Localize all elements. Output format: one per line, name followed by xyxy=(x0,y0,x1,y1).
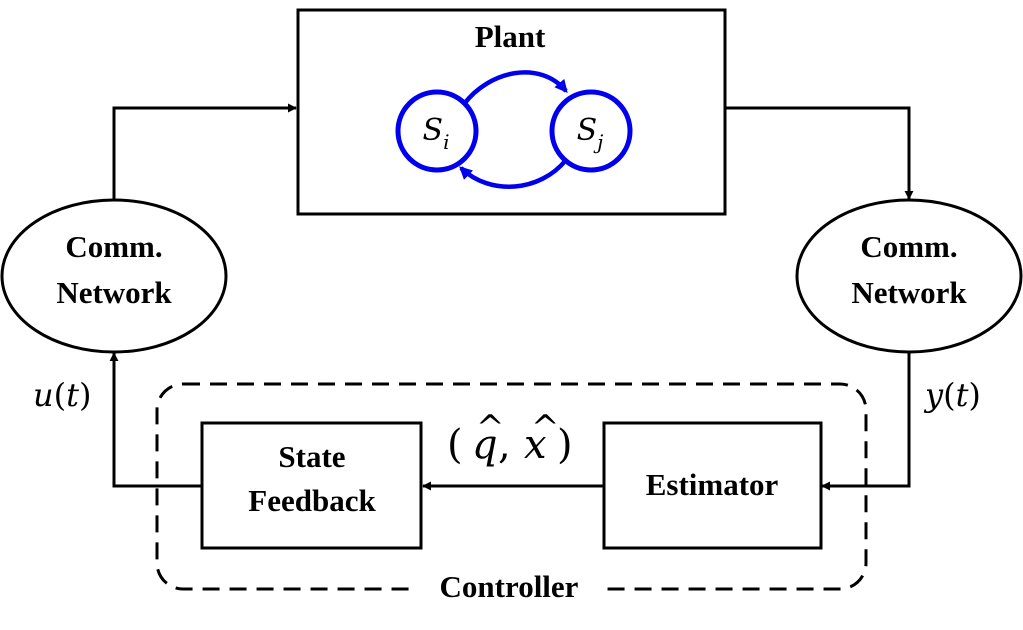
estimate-q: q xyxy=(472,422,498,468)
estimate-close-paren: ) xyxy=(557,422,573,468)
state-feedback-block xyxy=(200,421,423,550)
estimator-label: Estimator xyxy=(646,467,779,502)
right-comm-network-line1: Comm. xyxy=(860,229,957,264)
left-comm-network-line2: Network xyxy=(56,275,172,310)
transition-j-to-i-arrow xyxy=(459,158,568,189)
state-j-label: Sj xyxy=(577,113,604,154)
control-input-label: u(t) xyxy=(33,376,91,414)
controller-label: Controller xyxy=(440,569,579,604)
state-i-node xyxy=(395,89,479,173)
left-comm-network-line1: Comm. xyxy=(65,229,162,264)
link-right-network-to-estimator xyxy=(821,352,911,491)
right-comm-network-line2: Network xyxy=(851,275,967,310)
estimate-open-paren: ( xyxy=(447,422,463,468)
controller-label-background xyxy=(418,566,600,610)
link-plant-to-right-network xyxy=(725,106,914,200)
estimate-q-hat: ^ xyxy=(476,408,505,448)
plant-title: Plant xyxy=(475,19,546,54)
estimate-x-hat: ^ xyxy=(531,408,560,448)
estimate-x: x xyxy=(524,422,547,468)
estimate-comma: , xyxy=(498,422,511,468)
state-i-label: Si xyxy=(423,113,450,154)
link-state-feedback-to-left-network xyxy=(109,352,202,488)
state-feedback-line2: Feedback xyxy=(248,483,376,518)
link-left-network-to-plant xyxy=(112,103,297,200)
measured-output-label: y(t) xyxy=(923,376,981,414)
plant-block xyxy=(296,8,727,216)
state-feedback-line1: State xyxy=(278,439,345,474)
state-j-node xyxy=(549,89,633,173)
transition-i-to-j-arrow xyxy=(462,70,568,106)
estimate-label: ( q ^ , x ^ ) xyxy=(447,408,573,468)
